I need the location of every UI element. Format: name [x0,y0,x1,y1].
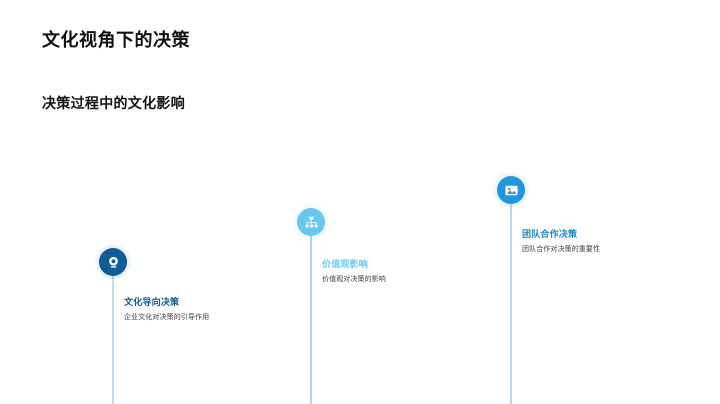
timeline-milestone-3[interactable]: 团队合作决策 团队合作对决策的重要性 [0,0,600,404]
milestone-connector-line-3 [510,196,512,404]
slide-subtitle: 决策过程中的文化影响 [42,95,185,111]
milestone-description-1: 企业文化对决策的引导作用 [124,314,210,322]
milestone-description-3: 团队合作对决策的重要性 [522,246,601,254]
milestone-marker-2[interactable] [297,208,325,236]
milestone-connector-line-1 [112,268,114,404]
slide-title: 文化视角下的决策 [42,30,190,50]
milestone-heading-2: 价值观影响 [322,259,369,269]
milestone-connector-line-2 [310,228,312,404]
milestone-marker-3[interactable] [497,176,525,204]
milestone-text-block-3: 团队合作决策 团队合作对决策的重要性 [522,228,630,256]
milestone-description-2: 价值观对决策的影响 [322,276,386,284]
milestone-text-block-1: 文化导向决策 企业文化对决策的引导作用 [124,296,232,324]
milestone-marker-1[interactable] [99,248,127,276]
webcam-icon [106,255,121,270]
milestone-heading-3: 团队合作决策 [522,229,578,239]
milestone-text-block-2: 价值观影响 价值观对决策的影响 [322,258,430,286]
sitemap-icon [304,215,319,230]
milestone-heading-1: 文化导向决策 [124,297,180,307]
image-icon [504,183,519,198]
